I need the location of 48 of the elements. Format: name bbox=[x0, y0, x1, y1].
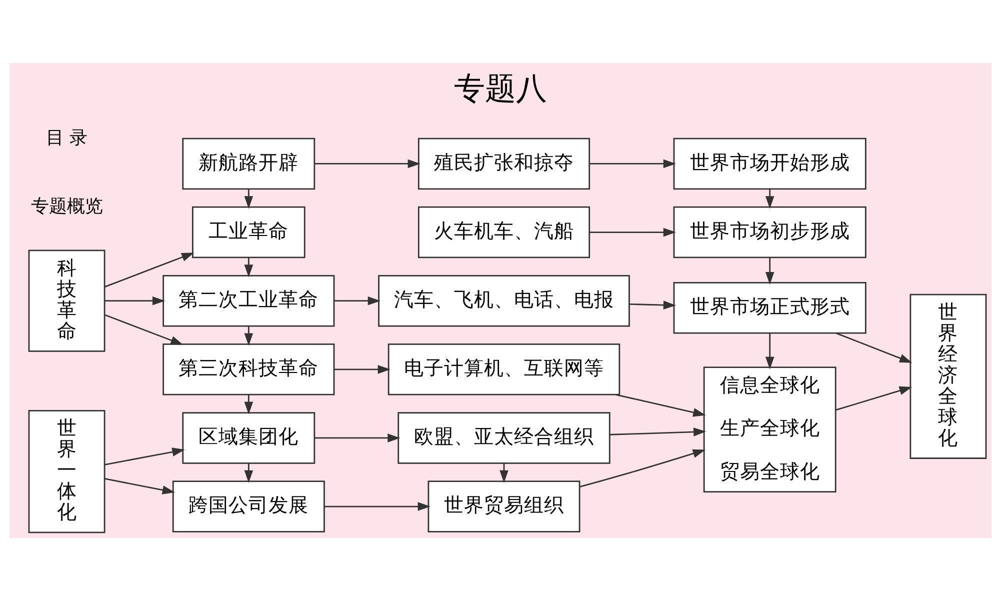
node-box: 第二次工业革命 bbox=[162, 274, 334, 326]
node-box: 汽车、飞机、电话、电报 bbox=[378, 274, 630, 326]
arrow bbox=[104, 478, 174, 494]
node-box: 电子计算机、互联网等 bbox=[387, 343, 620, 395]
arrow bbox=[764, 188, 774, 208]
node-box: 世界贸易组织 bbox=[427, 480, 580, 532]
arrow bbox=[244, 326, 253, 346]
arrow bbox=[588, 227, 676, 236]
arrow bbox=[324, 502, 430, 510]
arrow bbox=[588, 158, 676, 168]
node-box: 世界一体化 bbox=[28, 409, 105, 533]
diagram-title: 专题八 bbox=[454, 70, 546, 106]
node-box: 世界经济全球化 bbox=[909, 293, 986, 458]
arrow bbox=[244, 394, 253, 414]
arrow bbox=[834, 386, 912, 410]
arrow bbox=[334, 364, 390, 374]
arrow bbox=[764, 332, 774, 369]
arrow bbox=[244, 257, 253, 277]
arrow bbox=[629, 300, 676, 309]
arrow bbox=[314, 158, 420, 168]
node-box: 世界市场初步形成 bbox=[672, 206, 866, 258]
node-box: 科技革命 bbox=[28, 249, 105, 352]
node-box: 世界市场正式形式 bbox=[672, 281, 866, 334]
node-box: 欧盟、亚太经合组织 bbox=[397, 412, 610, 464]
arrow bbox=[104, 296, 165, 305]
arrow bbox=[104, 314, 183, 344]
node-box: 火车机车、汽船 bbox=[417, 206, 590, 258]
arrow bbox=[314, 433, 400, 442]
arrow bbox=[244, 462, 253, 482]
node-box: 工业革命 bbox=[192, 206, 305, 258]
label: 目 录 bbox=[45, 126, 88, 148]
node-box: 新航路开辟 bbox=[182, 137, 315, 190]
node-box: 第三次科技革命 bbox=[162, 343, 334, 395]
arrow bbox=[244, 188, 253, 208]
arrow bbox=[615, 393, 706, 416]
arrow bbox=[104, 252, 194, 287]
arrow bbox=[104, 447, 184, 465]
label: 专题概览 bbox=[30, 195, 102, 216]
node-box: 世界市场开始形成 bbox=[672, 137, 866, 190]
node-box: 信息全球化 生产全球化 贸易全球化 bbox=[702, 366, 836, 492]
arrow bbox=[609, 427, 706, 436]
arrow bbox=[579, 448, 705, 487]
node-box: 区域集团化 bbox=[182, 412, 315, 464]
arrow bbox=[764, 257, 774, 284]
arrow bbox=[835, 332, 912, 362]
arrow bbox=[334, 296, 380, 305]
node-box: 殖民扩张和掠夺 bbox=[417, 137, 590, 190]
node-box: 跨国公司发展 bbox=[172, 480, 324, 532]
